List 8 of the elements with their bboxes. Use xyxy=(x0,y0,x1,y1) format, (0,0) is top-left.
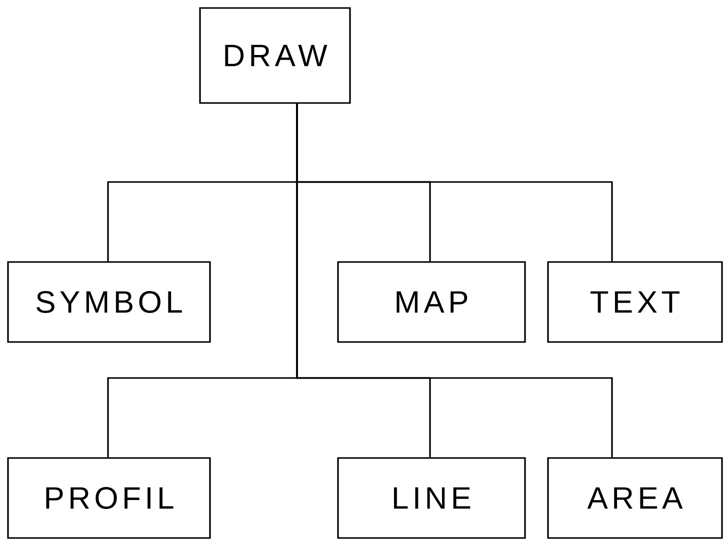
category-box: AREA xyxy=(547,457,723,539)
connector-line xyxy=(296,104,613,458)
root-box: DRAW xyxy=(199,7,351,104)
category-box: SYMBOL xyxy=(7,261,211,343)
category-box: PROFIL xyxy=(7,457,211,539)
category-box: MAP xyxy=(337,261,526,343)
category-box: LINE xyxy=(337,457,526,539)
category-box: TEXT xyxy=(547,261,723,343)
